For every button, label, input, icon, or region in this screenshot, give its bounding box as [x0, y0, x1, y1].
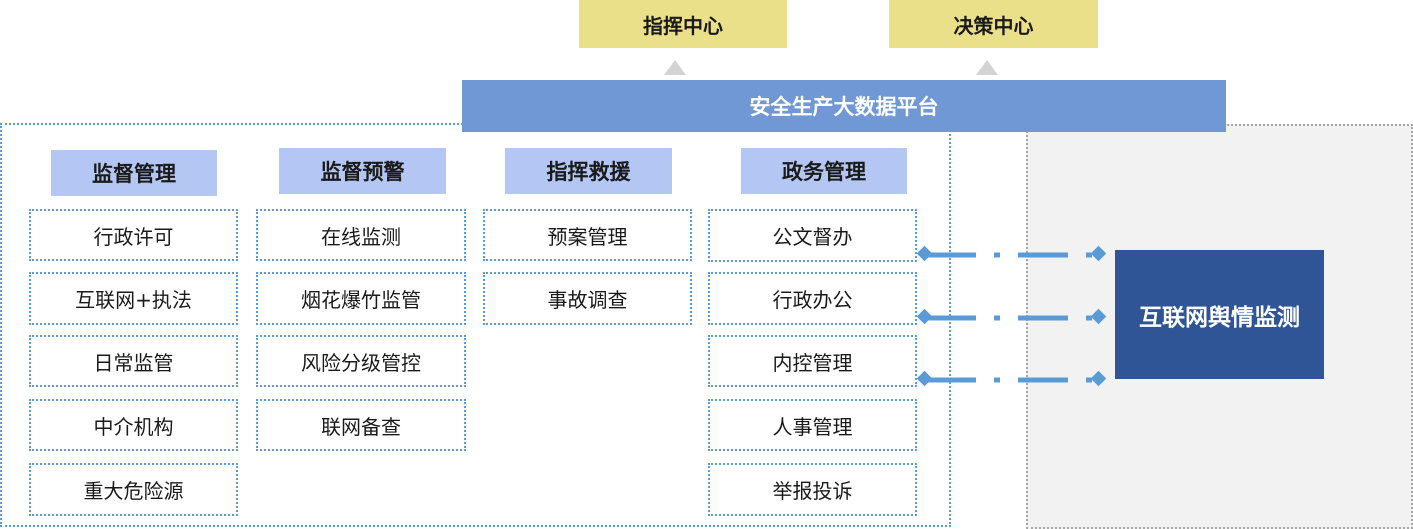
list-item: 举报投诉 [708, 463, 917, 516]
arrow-up-icon [976, 60, 998, 75]
platform-label: 安全生产大数据平台 [749, 95, 939, 119]
list-item: 行政办公 [708, 272, 917, 325]
command-center-label: 指挥中心 [643, 13, 723, 38]
list-item: 人事管理 [708, 399, 917, 451]
list-item: 行政许可 [29, 209, 238, 261]
decision-center-label: 决策中心 [953, 13, 1034, 38]
list-item: 烟花爆竹监管 [256, 272, 466, 325]
connector-line [916, 245, 1107, 262]
command-center-box: 指挥中心 [579, 0, 787, 48]
monitor-label: 互联网舆情监测 [1139, 304, 1300, 331]
column-header-rescue: 指挥救援 [505, 148, 672, 194]
list-item: 互联网+执法 [29, 272, 238, 325]
column-header-warning: 监督预警 [279, 148, 446, 194]
decision-center-box: 决策中心 [889, 0, 1098, 48]
list-item: 事故调查 [483, 272, 692, 325]
connector-line [916, 370, 1107, 387]
list-item: 中介机构 [29, 399, 238, 451]
list-item: 预案管理 [483, 209, 692, 261]
list-item: 风险分级管控 [256, 335, 466, 387]
internet-sentiment-monitor-box: 互联网舆情监测 [1115, 250, 1324, 379]
column-header-supervision: 监督管理 [51, 150, 217, 196]
list-item: 内控管理 [708, 335, 917, 387]
arrow-up-icon [664, 60, 686, 75]
list-item: 联网备查 [256, 399, 466, 451]
list-item: 在线监测 [256, 209, 466, 261]
list-item: 日常监管 [29, 335, 238, 387]
connector-line [916, 308, 1107, 325]
column-header-government: 政务管理 [741, 148, 907, 194]
list-item: 公文督办 [708, 209, 917, 262]
list-item: 重大危险源 [29, 463, 238, 516]
platform-bar: 安全生产大数据平台 [462, 80, 1226, 132]
